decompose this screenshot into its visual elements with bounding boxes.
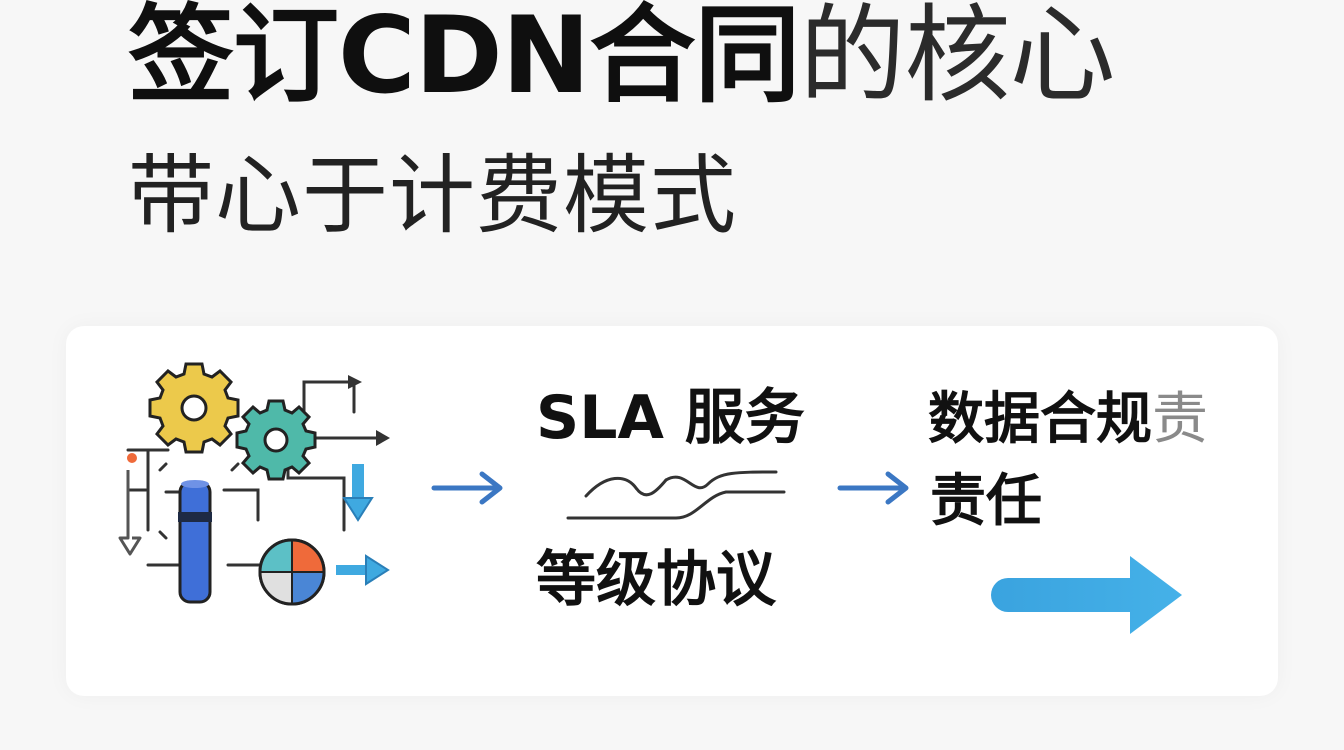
large-arrow-right-icon xyxy=(991,556,1182,634)
page-title: 签订CDN合同的核心 xyxy=(128,0,1308,112)
page-subtitle: 带心于计费模式 xyxy=(128,146,737,246)
arrow-right-icon xyxy=(837,471,909,505)
gears-flow-diagram-icon xyxy=(118,362,390,606)
compliance-title-faded: 责 xyxy=(1152,387,1208,452)
flow-card xyxy=(66,326,1278,696)
compliance-title: 数据合规责 xyxy=(928,380,1268,460)
compliance-subtitle: 责任 xyxy=(930,469,1042,534)
title-bold-part: 签订CDN合同 xyxy=(128,0,800,112)
title-light-part: 的核心 xyxy=(799,0,1116,112)
sla-title: SLA 服务 xyxy=(536,383,805,453)
sla-wave-icon xyxy=(566,470,786,520)
compliance-title-bold: 数据合规 xyxy=(928,387,1152,452)
arrow-right-icon xyxy=(431,471,503,505)
sla-subtitle: 等级协议 xyxy=(536,545,776,615)
